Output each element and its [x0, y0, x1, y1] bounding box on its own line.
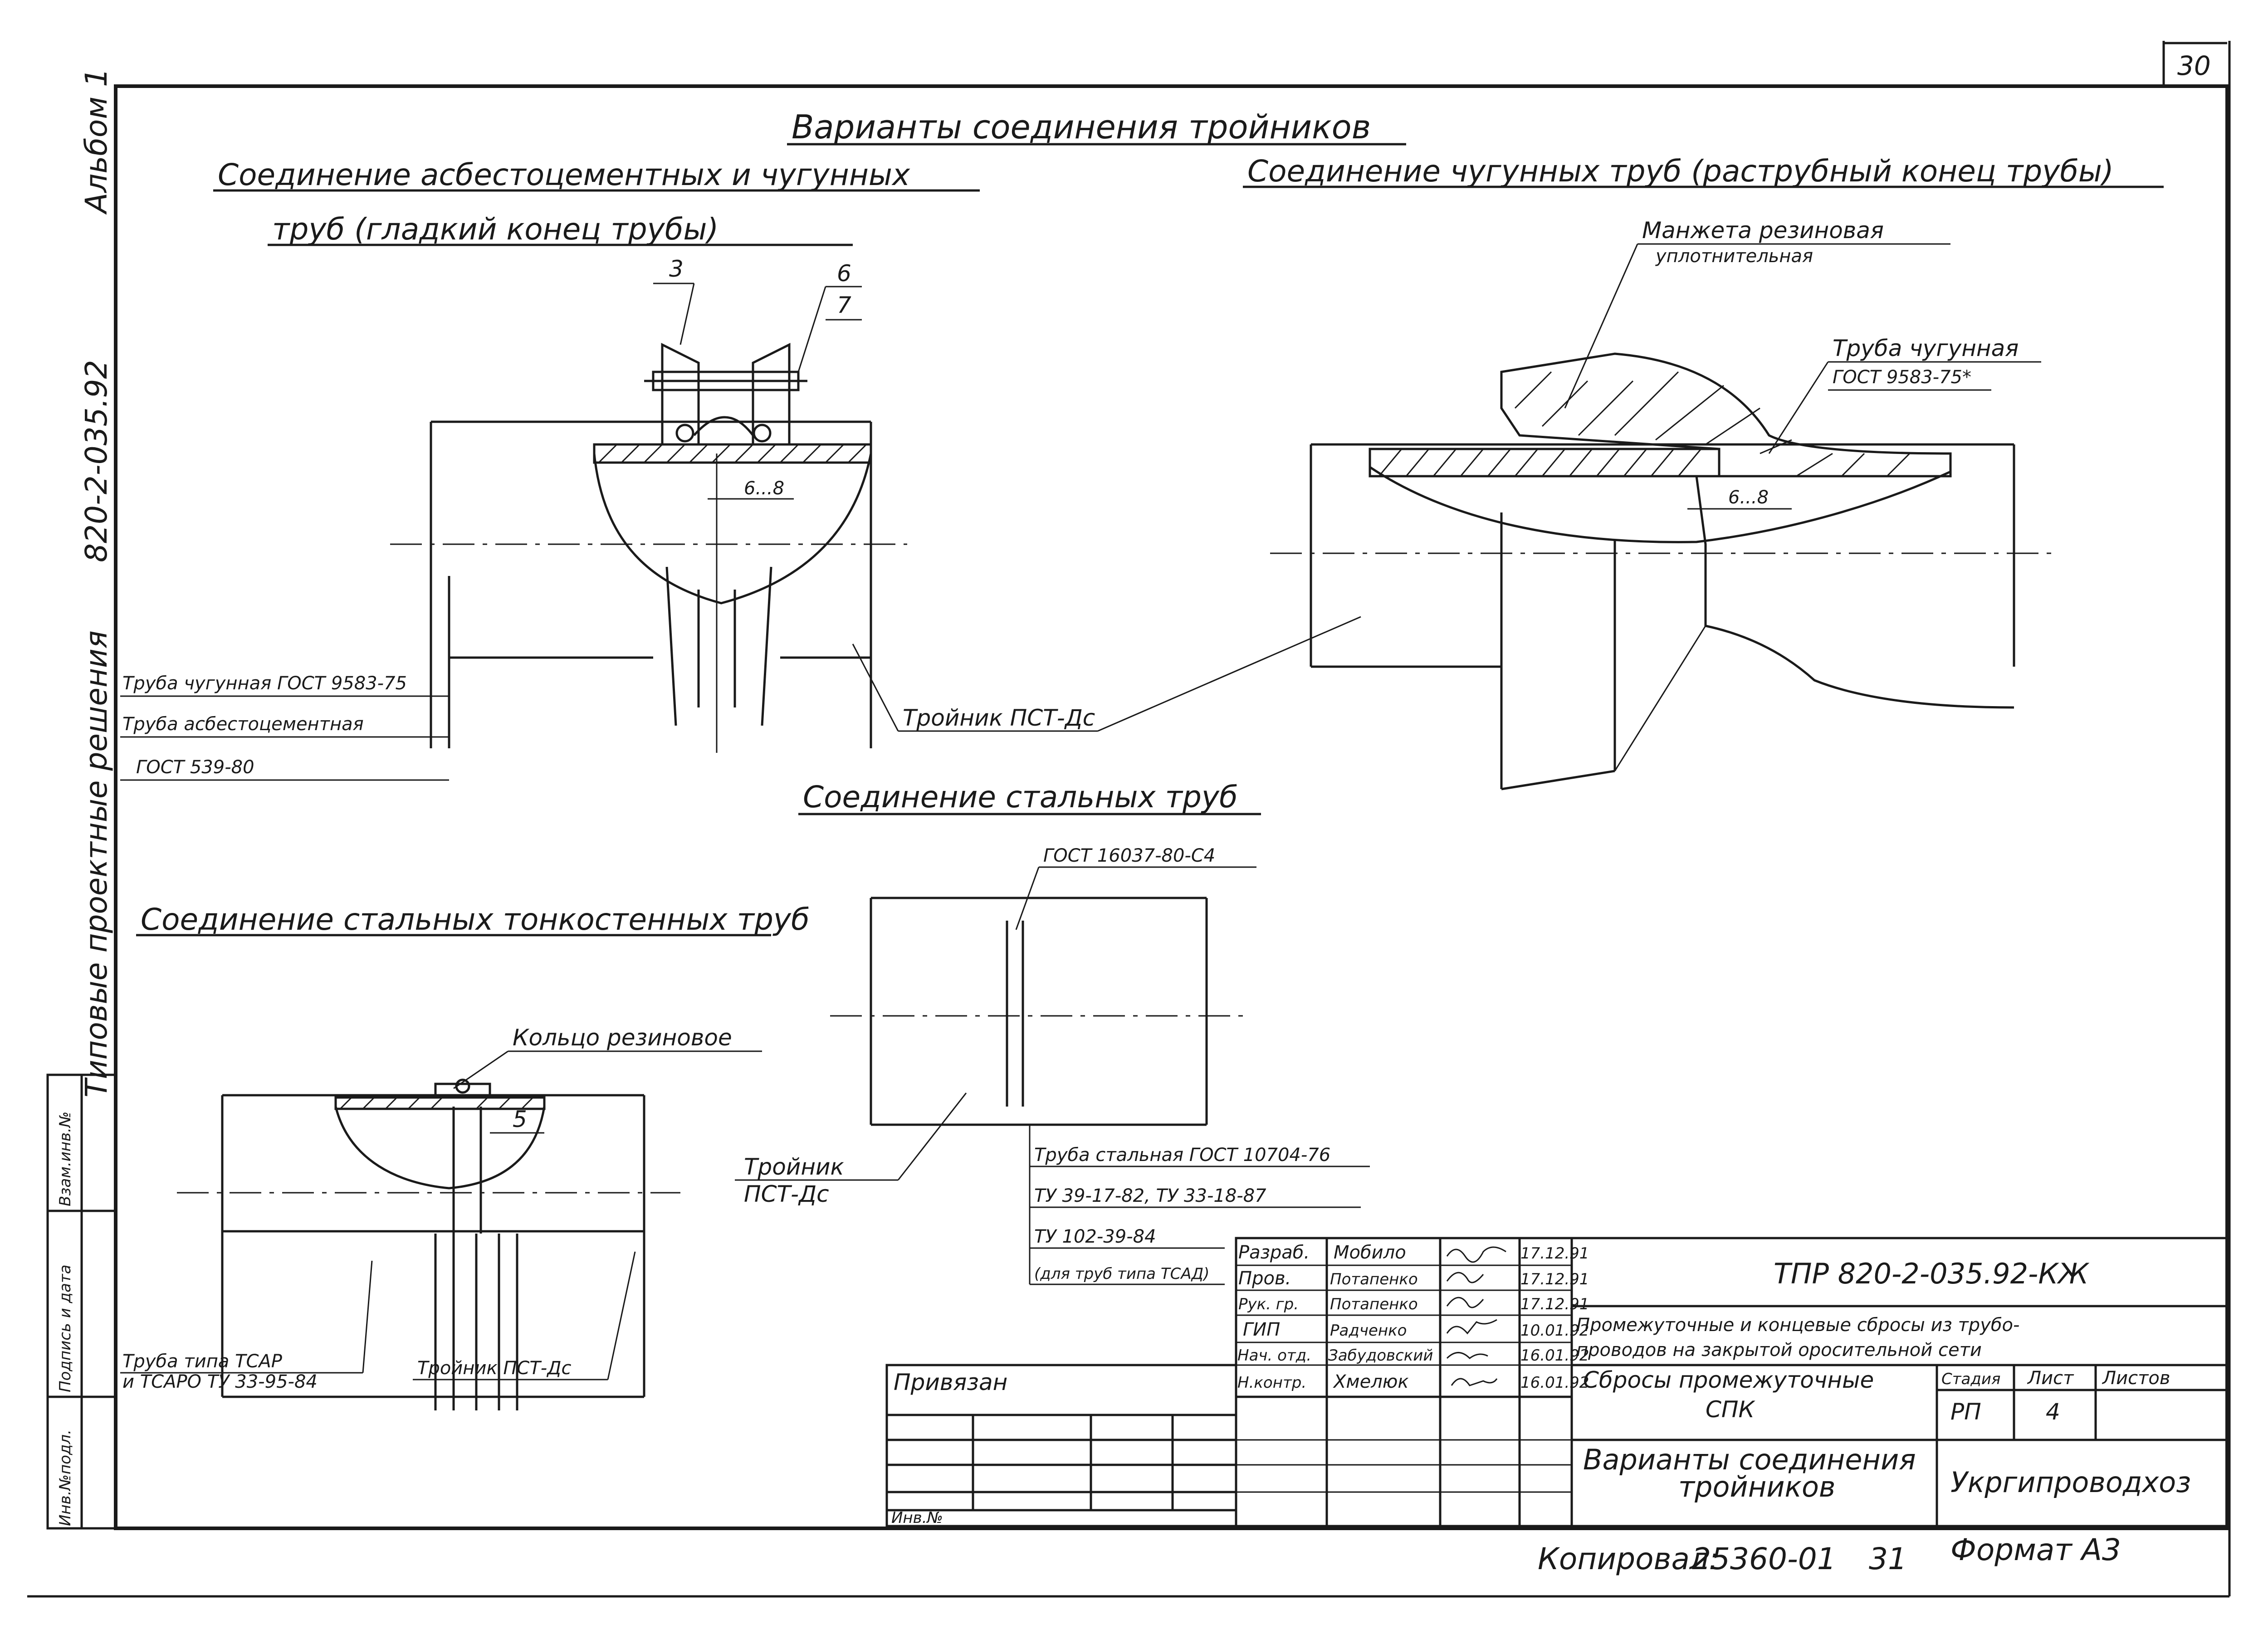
callout-6: 6	[837, 260, 851, 287]
name-3: Радченко	[1330, 1322, 1407, 1340]
sheet-title-1: Сбросы промежуточные	[1583, 1367, 1874, 1393]
steel-pipe-label-4: (для труб типа ТСАД)	[1034, 1265, 1209, 1283]
copy-sheet: 31	[1869, 1541, 1907, 1576]
drawing-title-2: тройников	[1678, 1470, 1835, 1503]
col-sheet: Лист	[2027, 1368, 2074, 1389]
steel-tee-label-1: Тройник	[744, 1154, 844, 1180]
label-asbestos-pipe: Труба асбестоцементная	[122, 714, 364, 735]
side-code: 820-2-035.92	[79, 360, 114, 562]
side-cell-signature: Подпись и дата	[56, 1264, 74, 1392]
date-4: 16.01.92	[1520, 1346, 1589, 1365]
project-line-1: Промежуточные и концевые сбросы из трубо…	[1576, 1315, 2019, 1336]
side-cell-replace: Взам.инв.№	[56, 1112, 74, 1206]
side-album: Альбом 1	[79, 68, 114, 215]
view-asbestos-heading-1: Соединение асбестоцементных и чугунных	[218, 157, 910, 192]
copy-number: 25360-01	[1692, 1541, 1836, 1576]
gap-dim-cast: 6...8	[1728, 487, 1769, 508]
view-steel-joint: Соединение стальных труб ГОСТ 16037-80-С…	[735, 780, 1370, 1285]
inv-label: Инв.№	[891, 1509, 943, 1527]
sheet-title-2: СПК	[1706, 1396, 1756, 1423]
label-cast-iron-pipe: Труба чугунная ГОСТ 9583-75	[122, 673, 407, 694]
date-2: 17.12.91	[1520, 1295, 1589, 1313]
main-title: Варианты соединения тройников	[792, 108, 1371, 146]
weld-label: ГОСТ 16037-80-С4	[1043, 845, 1215, 866]
thin-pipe-label-2: и ТСАРО ТУ 33-95-84	[122, 1371, 318, 1392]
footer: Копировал: 25360-01 31 Формат А3	[1538, 1532, 2121, 1576]
steel-pipe-label-3: ТУ 102-39-84	[1034, 1226, 1156, 1247]
col-sheets: Листов	[2102, 1368, 2170, 1389]
date-5: 16.01.92	[1520, 1374, 1589, 1392]
role-2: Рук. гр.	[1238, 1295, 1299, 1313]
role-1: Пров.	[1238, 1268, 1291, 1289]
col-stage: Стадия	[1941, 1370, 2000, 1388]
callout-7: 7	[837, 292, 851, 318]
view-asbestos-heading-2: труб (гладкий конец трубы)	[272, 212, 719, 247]
side-series: Типовые проектные решения	[79, 630, 114, 1097]
sheet-number: 4	[2046, 1399, 2060, 1425]
role-5: Н.контр.	[1237, 1374, 1306, 1392]
view-steel-heading: Соединение стальных труб	[803, 780, 1238, 815]
name-1: Потапенко	[1330, 1270, 1418, 1288]
thin-pipe-label-1: Труба типа ТСАР	[122, 1351, 283, 1372]
name-2: Потапенко	[1330, 1295, 1418, 1313]
role-0: Разраб.	[1238, 1242, 1310, 1263]
view-thin-heading: Соединение стальных тонкостенных труб	[141, 902, 810, 937]
doc-code: ТПР 820-2-035.92-КЖ	[1774, 1257, 2089, 1290]
gap-dim-thin: 5	[513, 1106, 527, 1132]
role-3: ГИП	[1243, 1319, 1280, 1340]
tee-label-top: Тройник ПСТ-Дс	[903, 705, 1095, 731]
bound-label: Привязан	[894, 1369, 1007, 1395]
cast-pipe-label-2: ГОСТ 9583-75*	[1833, 367, 1971, 388]
project-line-2: проводов на закрытой оросительной сети	[1576, 1340, 1982, 1361]
format-label: Формат А3	[1950, 1532, 2121, 1567]
sheet-frame	[27, 41, 2231, 1598]
date-0: 17.12.91	[1520, 1244, 1589, 1263]
copied-label: Копировал:	[1538, 1541, 1719, 1576]
cuff-label-1: Манжета резиновая	[1642, 217, 1884, 244]
steel-pipe-label-1: Труба стальная ГОСТ 10704-76	[1034, 1145, 1330, 1166]
side-stamp: Альбом 1 820-2-035.92 Типовые проектные …	[46, 68, 117, 1530]
cuff-label-2: уплотнительная	[1655, 246, 1813, 267]
date-1: 17.12.91	[1520, 1270, 1589, 1288]
drawing-title-1: Варианты соединения	[1583, 1443, 1916, 1476]
page-number: 30	[2177, 50, 2211, 81]
label-asbestos-gost: ГОСТ 539-80	[136, 757, 254, 778]
gap-dim-asbestos: 6...8	[744, 478, 784, 499]
stage-value: РП	[1950, 1399, 1981, 1425]
view-asbestos-joint: Соединение асбестоцементных и чугунных т…	[120, 157, 980, 781]
ring-label: Кольцо резиновое	[513, 1024, 732, 1051]
view-cast-iron-heading: Соединение чугунных труб (раструбный кон…	[1247, 154, 2114, 189]
view-cast-iron-joint: Соединение чугунных труб (раструбный кон…	[852, 154, 2164, 790]
name-0: Мобило	[1334, 1242, 1406, 1263]
name-5: Хмелюк	[1333, 1371, 1409, 1392]
steel-tee-label-2: ПСТ-Дс	[744, 1181, 829, 1207]
date-3: 10.01.92	[1520, 1322, 1589, 1340]
callout-3: 3	[669, 256, 684, 282]
cast-pipe-label-1: Труба чугунная	[1833, 335, 2019, 361]
view-thin-joint: Соединение стальных тонкостенных труб Ко…	[120, 902, 810, 1410]
side-cell-inv: Инв.№подл.	[56, 1429, 74, 1526]
thin-tee-label: Тройник ПСТ-Дс	[417, 1358, 571, 1379]
name-4: Забудовский	[1328, 1346, 1433, 1365]
title-block: Привязан Инв.№ Разраб. Пров. Рук. гр. ГИ…	[885, 1237, 2229, 1527]
organization: Укргипроводхоз	[1950, 1466, 2191, 1499]
role-4: Нач. отд.	[1237, 1346, 1311, 1365]
signature-marks	[1446, 1246, 1506, 1386]
steel-pipe-label-2: ТУ 39-17-82, ТУ 33-18-87	[1034, 1185, 1266, 1206]
